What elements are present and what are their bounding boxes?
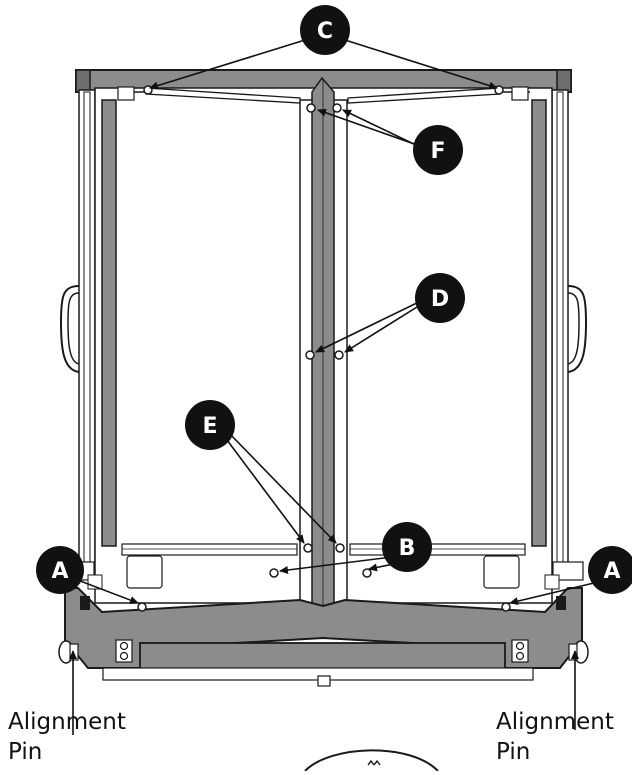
- center-mullion: [311, 76, 335, 611]
- pin-d-right: [334, 350, 344, 360]
- callout-f: F: [413, 125, 463, 175]
- callout-a-right-letter: A: [603, 559, 620, 584]
- pin-e-right: [335, 543, 345, 553]
- pin-d-left: [305, 350, 315, 360]
- callout-a-left: A: [36, 546, 84, 594]
- alignment-pin-label-right: Alignment Pin: [496, 707, 614, 767]
- callout-b: B: [382, 522, 432, 572]
- bottom-detail-arc: [304, 749, 439, 772]
- left-door: [94, 86, 321, 606]
- door-handles: [59, 285, 588, 373]
- callout-f-letter: F: [430, 139, 445, 164]
- leader-lines: [69, 39, 599, 735]
- pin-e-left: [303, 543, 313, 553]
- pin-b-right: [362, 568, 372, 578]
- callout-d-letter: D: [431, 287, 449, 312]
- callout-d: D: [415, 273, 465, 323]
- callout-e: E: [185, 400, 235, 450]
- hardware-points: [137, 85, 511, 612]
- alignment-pin-label-left-line1: Alignment: [8, 709, 126, 735]
- callout-a-left-letter: A: [51, 559, 68, 584]
- alignment-pin-label-right-line1: Alignment: [496, 709, 614, 735]
- callout-c: C: [300, 5, 350, 55]
- pin-f-left: [306, 103, 316, 113]
- callout-b-letter: B: [399, 536, 416, 561]
- alignment-pin-label-left: Alignment Pin: [8, 707, 126, 767]
- pin-a-right: [501, 602, 511, 612]
- callout-a-right: A: [588, 546, 632, 594]
- base-latches: [115, 639, 529, 663]
- pin-b-left: [269, 568, 279, 578]
- pin-a-left: [137, 602, 147, 612]
- bottom-base-frame: [64, 574, 583, 687]
- callout-e-letter: E: [202, 414, 217, 439]
- alignment-pin-label-right-line2: Pin: [496, 739, 531, 765]
- alignment-pin-label-left-line2: Pin: [8, 739, 43, 765]
- callout-c-letter: C: [317, 19, 333, 44]
- pin-f-right: [332, 103, 342, 113]
